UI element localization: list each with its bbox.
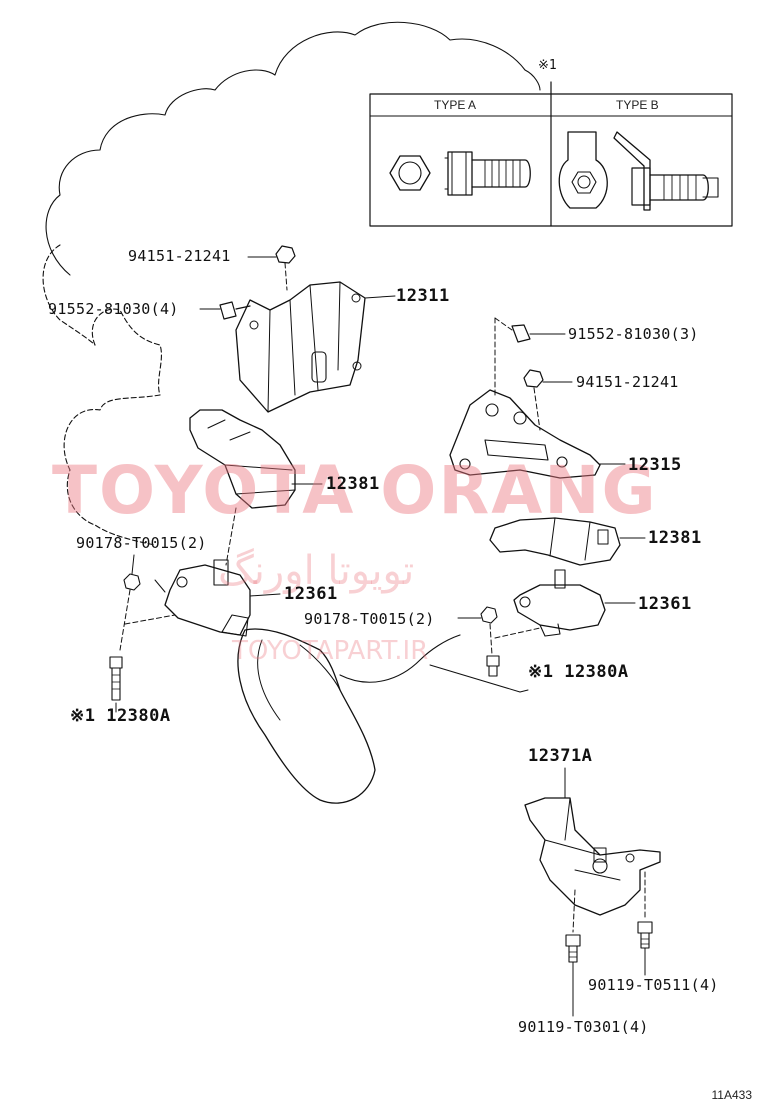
nut-94151-right [523,369,544,388]
label-91552-81030-right: 91552-81030(3) [568,325,699,343]
label-12381-left: 12381 [326,474,380,494]
label-12380a-right: ※1 12380A [528,662,629,682]
transmission-outline [237,628,376,804]
part-12361-right [513,584,606,631]
watermark-toyotapart: TOYOTAPART.IR [232,636,429,666]
label-90178-t0015-right: 90178-T0015(2) [304,610,435,628]
label-12380a-left: ※1 12380A [70,706,171,726]
label-12315: 12315 [628,455,682,475]
label-12361-left: 12361 [284,584,338,604]
engine-side-outline [42,244,96,346]
bolt-12380a-left [109,656,123,701]
nut-90178-left [123,573,141,591]
label-90119-t0511: 90119-T0511(4) [588,976,719,994]
label-91552-81030-left: 91552-81030(4) [48,300,179,318]
part-12311 [235,281,366,413]
type-a-header: TYPE A [434,98,477,112]
watermark-persian: تویوتا اورنگ [218,548,415,594]
label-12361-right: 12361 [638,594,692,614]
type-b-header: TYPE B [616,98,659,112]
type-a-nut-icon [389,155,431,191]
engine-lower-outline [63,308,162,546]
nut-94151-top [275,245,296,264]
watermark-toyota-orang: TOYOTA ORANG [52,452,658,529]
label-90119-t0301: 90119-T0301(4) [518,1018,649,1036]
bolt-90119-t0301 [565,934,581,963]
label-90178-t0015-left: 90178-T0015(2) [76,534,207,552]
type-a-bolt-icon [447,151,473,196]
label-12371a: 12371A [528,746,593,766]
label-12311: 12311 [396,286,450,306]
engine-outline [45,21,541,276]
bolt-91552-right [511,324,531,343]
bolt-12380a-right [486,655,500,677]
label-12381-right: 12381 [648,528,702,548]
nut-90178-right [480,606,498,624]
reference-code: 11A433 [711,1088,752,1102]
part-12315 [449,389,601,479]
part-12371a [524,797,661,916]
type-table-note-mark: ※1 [538,58,557,73]
label-94151-21241-right: 94151-21241 [576,373,679,391]
type-b-bolt-icon [613,131,651,211]
label-94151-21241-top: 94151-21241 [128,247,231,265]
type-b-clip-icon [558,131,608,209]
